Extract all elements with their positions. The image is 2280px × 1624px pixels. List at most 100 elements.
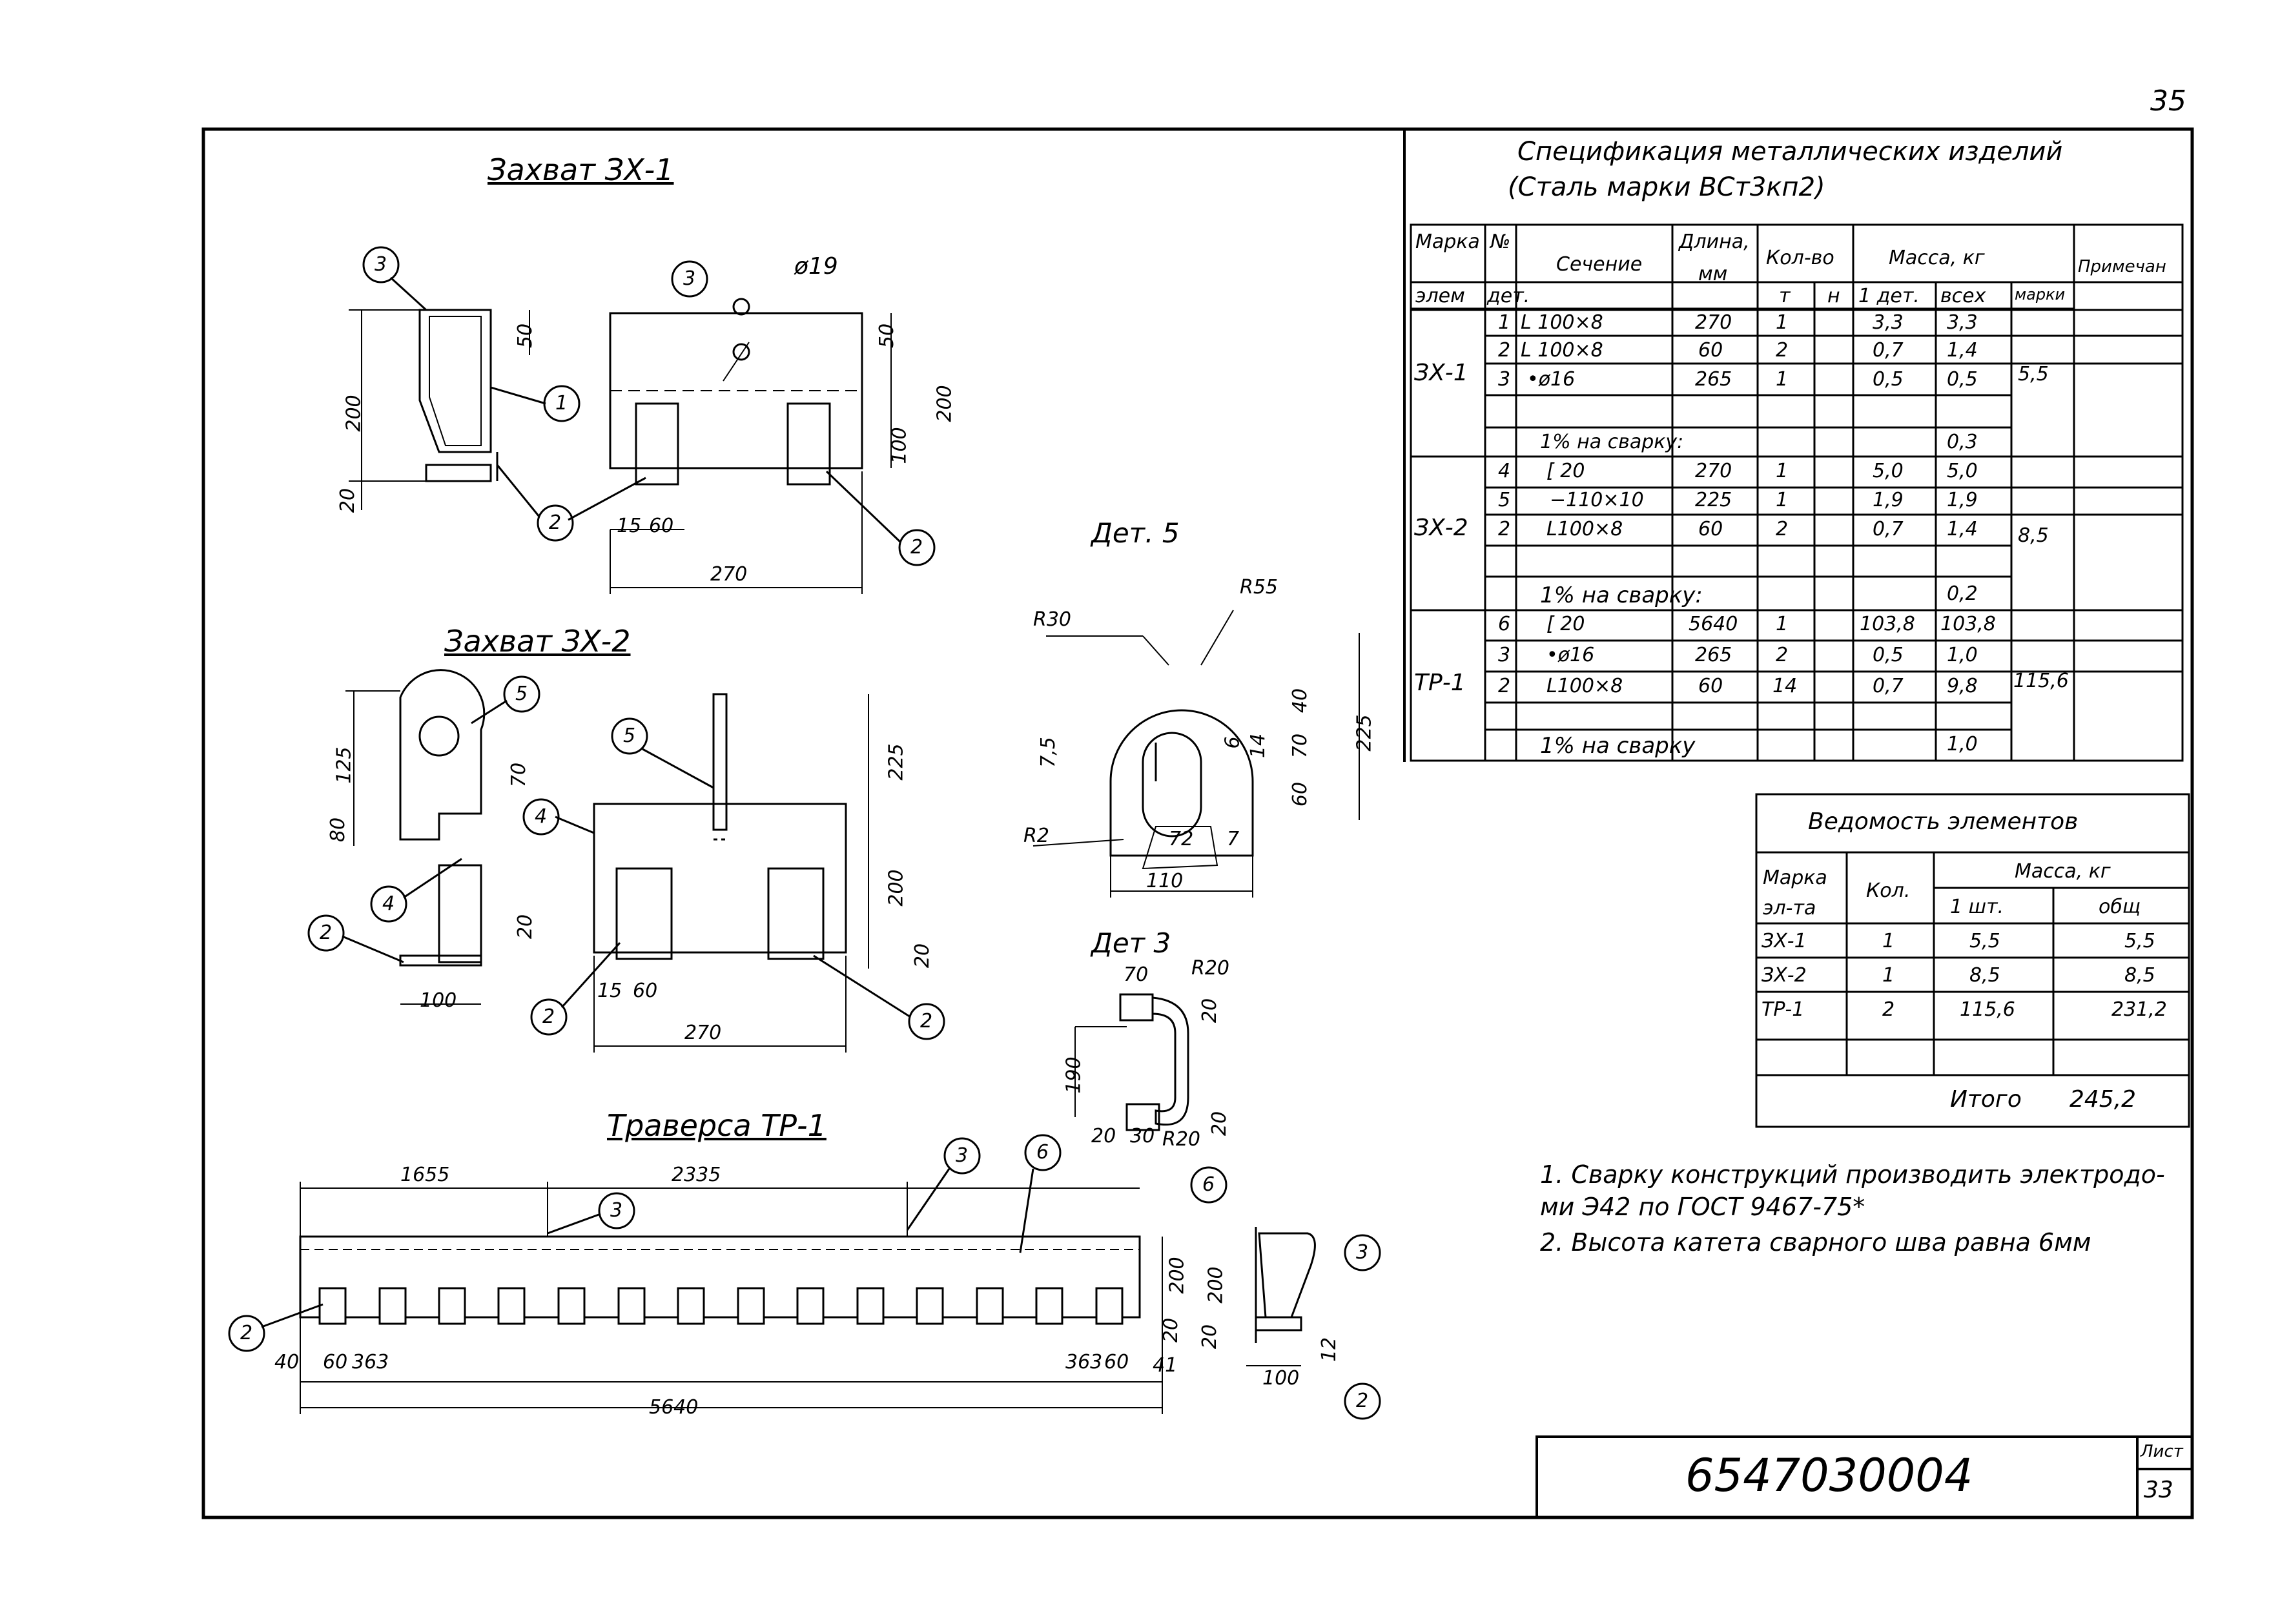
spec-section: −110×10 — [1550, 489, 1644, 511]
spec-m1: 3,3 — [1873, 311, 1904, 334]
spec-mall: 9,8 — [1947, 675, 1978, 697]
det3-title: Дет 3 — [1091, 927, 1171, 959]
tr1-dim-200: 200 — [1166, 1257, 1189, 1294]
spec-table-grid — [1410, 223, 2184, 762]
spec-num: 5 — [1498, 489, 1511, 511]
zx1-dim-100: 100 — [888, 427, 911, 464]
tr1-callout-6: 6 — [1036, 1141, 1049, 1164]
spec-mall: 103,8 — [1940, 613, 1996, 635]
spec-h-note: Примечан — [2078, 257, 2166, 276]
zx2-dim-100: 100 — [420, 989, 457, 1012]
stamp-sheet-label: Лист — [2141, 1442, 2183, 1461]
zx1-front-view — [609, 298, 892, 594]
tr1-title: Траверса ТР-1 — [607, 1108, 827, 1143]
zx1-dim-50b: 50 — [876, 323, 899, 349]
zx1-callout-2a: 2 — [549, 511, 562, 534]
spec-h-qty: Кол-во — [1766, 247, 1834, 269]
det3-dim-70: 70 — [1124, 963, 1149, 986]
zx2-callout-5b: 5 — [623, 725, 636, 747]
el-m1: 8,5 — [1969, 964, 2000, 987]
det3-dim-30: 30 — [1130, 1125, 1155, 1147]
spec-mall: 5,0 — [1947, 460, 1978, 482]
zx2-callout-2a: 2 — [320, 921, 333, 944]
det5-dim-40: 40 — [1289, 688, 1312, 714]
el-h-mark: Марка — [1763, 867, 1827, 889]
spec-num: 3 — [1498, 368, 1511, 391]
el-qty: 2 — [1882, 998, 1895, 1021]
zx2-dim-70: 70 — [508, 762, 531, 788]
tr1-callout-3b: 3 — [956, 1144, 969, 1167]
page-number: 35 — [2150, 85, 2186, 118]
tr1-dim-363a: 363 — [352, 1351, 389, 1373]
det5-dim-r55: R55 — [1240, 576, 1279, 599]
spec-h-mark2: элем — [1415, 285, 1465, 307]
sheet-frame — [201, 127, 2194, 1519]
spec-section: L100×8 — [1546, 675, 1623, 697]
zx1-callouts — [362, 246, 936, 566]
spec-section: [ 20 — [1546, 613, 1585, 635]
spec-section: [ 20 — [1546, 460, 1585, 482]
det5-dim-r30: R30 — [1033, 608, 1072, 631]
el-qty: 1 — [1882, 964, 1895, 987]
spec-h-num: № — [1490, 231, 1511, 253]
spec-section: •ø16 — [1546, 644, 1595, 666]
spec-m1: 0,5 — [1873, 368, 1904, 391]
spec-qty: 14 — [1772, 675, 1798, 697]
zx2-dim-20b: 20 — [911, 943, 934, 969]
spec-title-1: Спецификация металлических изделий — [1517, 137, 2063, 167]
spec-num: 6 — [1498, 613, 1511, 635]
tr1-side-dim-200: 200 — [1204, 1266, 1227, 1304]
el-h-mtot: общ — [2099, 896, 2141, 918]
zx1-dim-200b: 200 — [933, 385, 956, 422]
spec-qty: 2 — [1776, 644, 1789, 666]
det5-title: Дет. 5 — [1091, 517, 1180, 549]
stamp-code: 6547030004 — [1685, 1449, 1973, 1502]
det5-dim-75: 7,5 — [1036, 737, 1060, 768]
zx2-callout-4a: 4 — [382, 892, 395, 915]
spec-qty: 2 — [1776, 518, 1789, 540]
spec-mmark-zx2: 8,5 — [2018, 524, 2049, 547]
zx1-callout-1: 1 — [555, 392, 568, 415]
spec-length: 60 — [1698, 339, 1723, 362]
zx2-title: Захват ЗХ-2 — [444, 624, 631, 659]
zx2-dim-15: 15 — [597, 980, 622, 1002]
spec-qty: 1 — [1776, 460, 1789, 482]
zx1-dim-15: 15 — [617, 515, 642, 537]
spec-mall: 1,4 — [1947, 339, 1978, 362]
spec-mall: 0,3 — [1947, 431, 1978, 453]
zx2-side-view — [345, 669, 486, 1005]
spec-m1: 0,7 — [1873, 339, 1904, 362]
det5-dim-225: 225 — [1353, 714, 1376, 752]
tr1-callout-3a: 3 — [610, 1199, 623, 1222]
spec-section: L100×8 — [1546, 518, 1623, 540]
zx1-dim-200: 200 — [342, 395, 365, 432]
spec-num: 4 — [1498, 460, 1511, 482]
spec-h-section: Сечение — [1556, 253, 1643, 276]
spec-title-2: (Сталь марки ВСт3кп2) — [1508, 172, 1825, 202]
spec-length: 270 — [1695, 460, 1732, 482]
zx1-dim-270: 270 — [710, 563, 748, 586]
spec-section: •ø16 — [1527, 368, 1576, 391]
det5-dim-70: 70 — [1289, 733, 1312, 759]
spec-mmark-tr1: 115,6 — [2013, 670, 2069, 692]
spec-mall: 1,0 — [1947, 733, 1978, 755]
spec-qty: 1 — [1776, 311, 1789, 334]
spec-mall: 1,0 — [1947, 644, 1978, 666]
el-m1: 5,5 — [1969, 930, 2000, 952]
det5-view — [1032, 610, 1360, 898]
det3-dim-20c: 20 — [1208, 1111, 1231, 1136]
spec-qty: 2 — [1776, 339, 1789, 362]
spec-section: L 100×8 — [1521, 311, 1603, 334]
det5-dim-14: 14 — [1247, 733, 1270, 759]
tr1-dim-41: 41 — [1153, 1354, 1178, 1377]
tr1-side-dim-20: 20 — [1198, 1324, 1222, 1350]
tr1-dim-363b: 363 — [1065, 1351, 1103, 1373]
zx1-callout-2b: 2 — [910, 536, 923, 559]
zx2-dim-60: 60 — [633, 980, 658, 1002]
tr1-dim-40: 40 — [274, 1351, 300, 1373]
spec-h-mass: Масса, кг — [1889, 247, 1985, 269]
el-m1: 115,6 — [1960, 998, 2015, 1021]
zx1-dim-60: 60 — [649, 515, 674, 537]
tr1-dim-5640: 5640 — [649, 1396, 699, 1419]
